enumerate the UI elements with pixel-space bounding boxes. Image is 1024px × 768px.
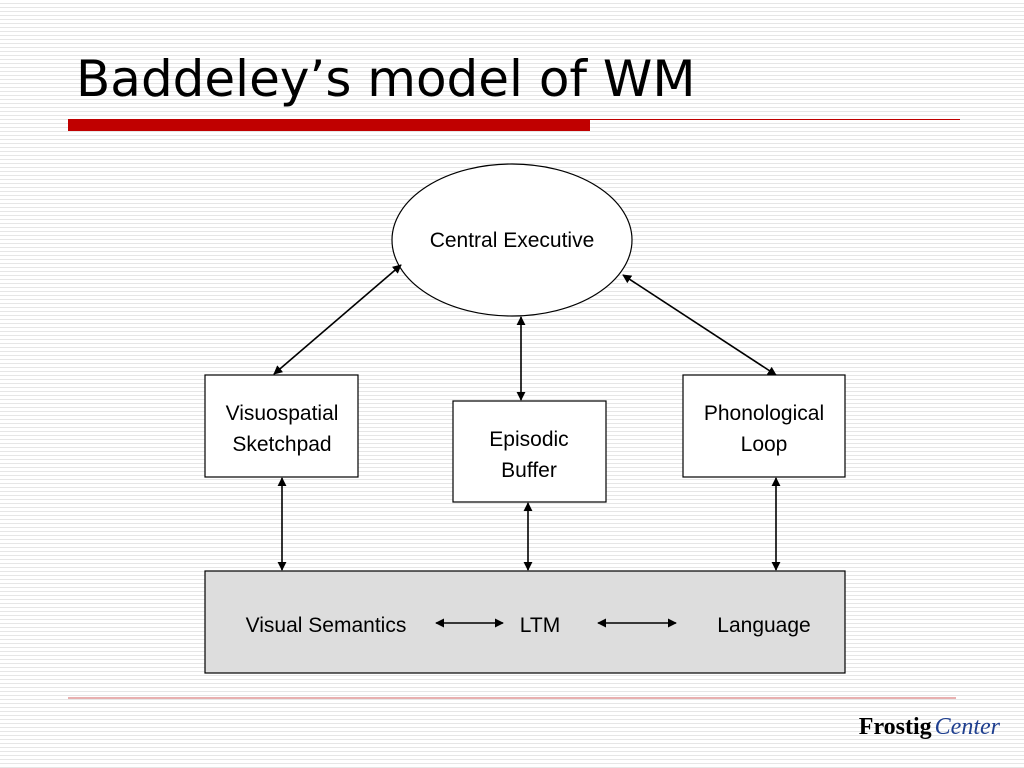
ltm-label: LTM (520, 614, 560, 637)
episodic-buffer-box (452, 400, 607, 503)
brand-name: Frostig (858, 714, 932, 740)
visuospatial-sketchpad-label-line-1: Visuospatial (226, 402, 339, 425)
title-underline-line (590, 119, 960, 120)
phonological-loop-label-line-2: Loop (741, 433, 788, 456)
title-underline-bar (68, 119, 590, 131)
episodic-buffer-label-line-1: Episodic (489, 428, 568, 451)
visuospatial-sketchpad-node: Visuospatial Sketchpad (204, 374, 359, 478)
episodic-buffer-label-line-2: Buffer (501, 459, 557, 482)
visual-semantics-label: Visual Semantics (246, 614, 407, 637)
phonological-loop-label-line-1: Phonological (704, 402, 824, 425)
central-executive-node: Central Executive (391, 163, 633, 317)
language-label: Language (717, 614, 810, 637)
slide-title: Baddeley’s model of WM (76, 50, 696, 108)
central-executive-label: Central Executive (430, 229, 595, 252)
central-executive-ellipse (391, 163, 633, 317)
ltm-panel-box (204, 570, 846, 674)
episodic-buffer-node: Episodic Buffer (452, 400, 607, 503)
arrow-executive-visuospatial (273, 264, 402, 375)
phonological-loop-box (682, 374, 846, 478)
footer-divider (68, 697, 956, 699)
arrow-executive-phonological (622, 274, 777, 376)
ltm-panel: Visual Semantics LTM Language (204, 570, 846, 674)
visuospatial-sketchpad-label-line-2: Sketchpad (232, 433, 331, 456)
visuospatial-sketchpad-box (204, 374, 359, 478)
phonological-loop-node: Phonological Loop (682, 374, 846, 478)
brand-accent: Center (934, 714, 1000, 740)
